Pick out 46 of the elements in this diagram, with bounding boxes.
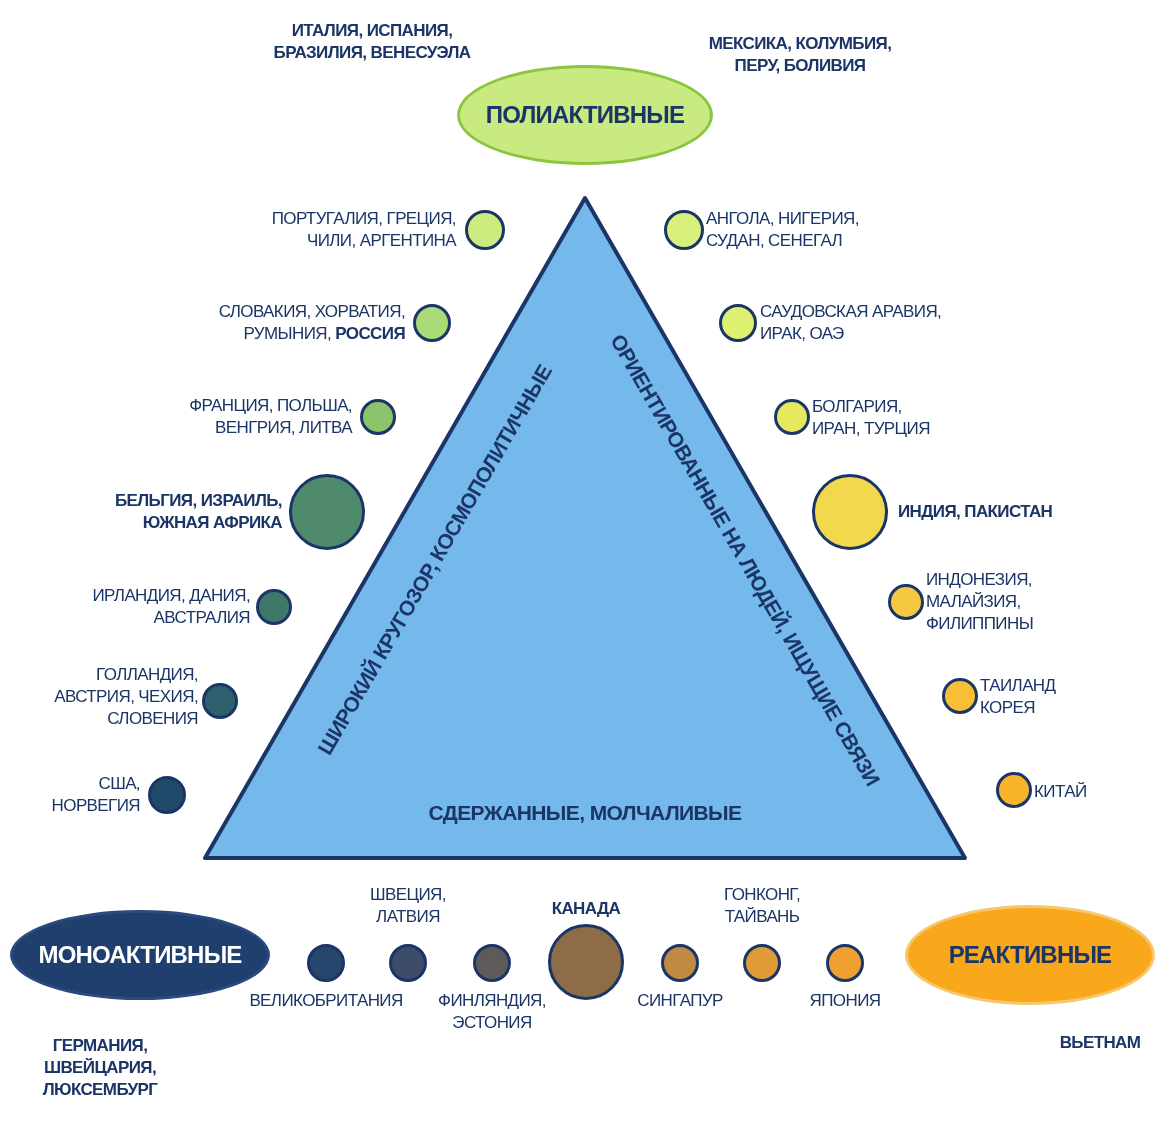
country-circle (942, 678, 978, 714)
category-title: МОНОАКТИВНЫЕ (38, 941, 242, 969)
country-label: ГОНКОНГ, ТАЙВАНЬ (723, 884, 801, 928)
country-circle (360, 399, 396, 435)
country-label: ГЕРМАНИЯ, ШВЕЙЦАРИЯ, ЛЮКСЕМБУРГ (41, 1035, 159, 1101)
country-label: САУДОВСКАЯ АРАВИЯ, ИРАК, ОАЭ (760, 301, 943, 345)
country-label: СИНГАПУР (636, 990, 724, 1012)
country-label: ИТАЛИЯ, ИСПАНИЯ, БРАЗИЛИЯ, ВЕНЕСУЭЛА (272, 20, 472, 64)
country-circle (996, 772, 1032, 808)
country-circle (307, 944, 345, 982)
country-label: ВЬЕТНАМ (1058, 1032, 1142, 1054)
side-label: СДЕРЖАННЫЕ, МОЛЧАЛИВЫЕ (428, 801, 742, 825)
country-label: ТАИЛАНД КОРЕЯ (980, 675, 1057, 719)
country-label: ФРАНЦИЯ, ПОЛЬША, ВЕНГРИЯ, ЛИТВА (188, 395, 352, 439)
country-label: АНГОЛА, НИГЕРИЯ, СУДАН, СЕНЕГАЛ (706, 208, 860, 252)
country-label: ЯПОНИЯ (808, 990, 882, 1012)
country-label: КАНАДА (550, 898, 622, 920)
country-circle (389, 944, 427, 982)
country-label: МЕКСИКА, КОЛУМБИЯ, ПЕРУ, БОЛИВИЯ (707, 33, 893, 77)
country-circle (826, 944, 864, 982)
category-title: РЕАКТИВНЫЕ (948, 941, 1112, 969)
country-circle (256, 589, 292, 625)
country-circle (413, 304, 451, 342)
country-circle (743, 944, 781, 982)
country-circle (664, 210, 704, 250)
country-label: ФИНЛЯНДИЯ, ЭСТОНИЯ (437, 990, 547, 1034)
country-circle (148, 776, 186, 814)
country-circle (888, 584, 924, 620)
country-label: КИТАЙ (1034, 781, 1088, 803)
country-label: ИНДИЯ, ПАКИСТАН (898, 501, 1054, 523)
country-label: ГОЛЛАНДИЯ, АВСТРИЯ, ЧЕХИЯ, СЛОВЕНИЯ (53, 664, 198, 730)
country-circle (774, 399, 810, 435)
country-label: ИНДОНЕЗИЯ, МАЛАЙЗИЯ, ФИЛИППИНЫ (926, 569, 1035, 635)
country-label: ШВЕЦИЯ, ЛАТВИЯ (369, 884, 447, 928)
country-circle (202, 683, 238, 719)
category-title: ПОЛИАКТИВНЫЕ (485, 101, 685, 129)
country-label: ВЕЛИКОБРИТАНИЯ (248, 990, 404, 1012)
country-label: ПОРТУГАЛИЯ, ГРЕЦИЯ, ЧИЛИ, АРГЕНТИНА (270, 208, 456, 252)
country-label: США, НОРВЕГИЯ (50, 773, 140, 817)
country-label: БОЛГАРИЯ, ИРАН, ТУРЦИЯ (812, 396, 931, 440)
country-label: БЕЛЬГИЯ, ИЗРАИЛЬ, ЮЖНАЯ АФРИКА (113, 490, 282, 534)
country-label: ИРЛАНДИЯ, ДАНИЯ, АВСТРАЛИЯ (91, 585, 250, 629)
country-label: СЛОВАКИЯ, ХОРВАТИЯ, РУМЫНИЯ, РОССИЯ (217, 301, 405, 345)
country-circle (473, 944, 511, 982)
country-circle (661, 944, 699, 982)
country-circle (465, 210, 505, 250)
